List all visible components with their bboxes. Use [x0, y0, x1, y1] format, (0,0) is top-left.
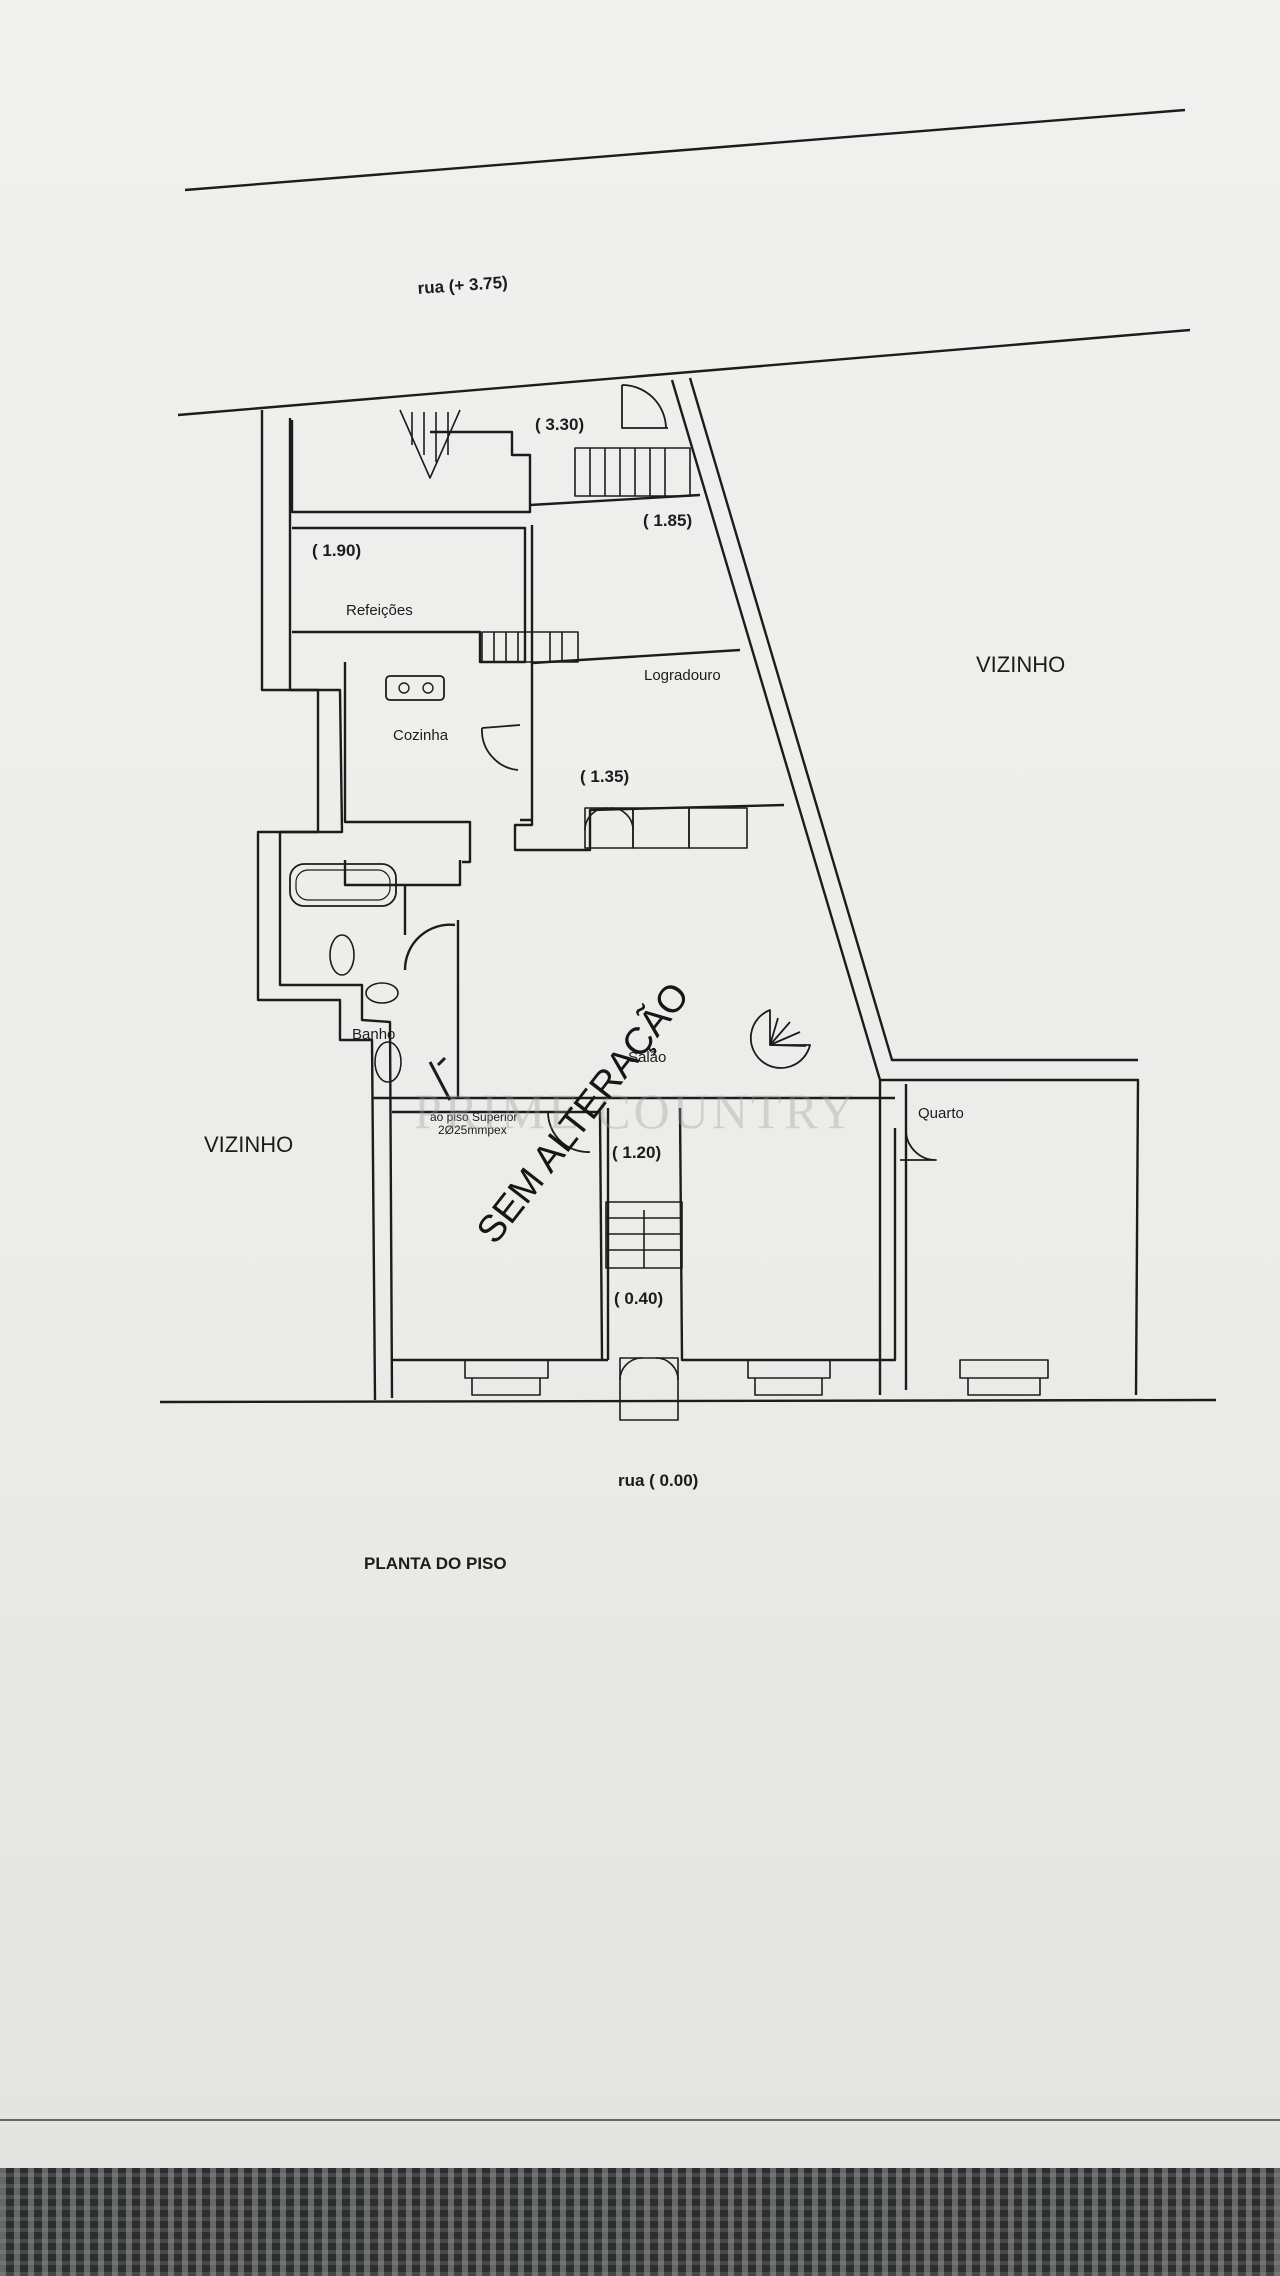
bath-walls — [343, 860, 462, 1100]
front-windows — [464, 1359, 1049, 1396]
room-label-banho: Banho — [352, 1026, 395, 1043]
kitchen-sink — [385, 675, 445, 701]
note-upper-floor: ao piso Superior — [430, 1110, 517, 1124]
table-mat-background — [0, 2168, 1280, 2276]
level-1-90: ( 1.90) — [312, 541, 361, 560]
room-label-quarto: Quarto — [918, 1105, 964, 1122]
neighbor-label-left: VIZINHO — [204, 1132, 293, 1157]
outer-wall-inner-face — [278, 377, 1138, 1399]
stair-top-right — [574, 447, 691, 497]
floor-plan-drawing: rua (+ 3.75) ( 3.30) ( 1.85) ( 1.90) ( 1… — [0, 108, 1280, 2121]
spiral-stair — [749, 1009, 811, 1069]
room-label-cozinha: Cozinha — [393, 727, 449, 744]
neighbor-label-right: VIZINHO — [976, 652, 1065, 677]
kitchen-walls — [343, 662, 785, 864]
door-top — [621, 384, 668, 429]
level-1-35: ( 1.35) — [580, 767, 629, 786]
stair-front — [605, 1201, 683, 1269]
room-label-refeicoes: Refeições — [346, 602, 413, 619]
door-salon — [547, 1111, 591, 1153]
street-top-building-line — [177, 328, 1191, 417]
paper-sheet — [0, 0, 1280, 2168]
level-3-30: ( 3.30) — [535, 415, 584, 434]
bidet — [365, 982, 399, 1004]
level-1-85: ( 1.85) — [643, 511, 692, 530]
door-quarto — [900, 1129, 937, 1161]
watermark-text: PRIME COUNTRY — [414, 1083, 857, 1139]
level-1-20: ( 1.20) — [612, 1143, 661, 1162]
stair-mid — [481, 631, 579, 663]
room-label-salao: Salão — [628, 1049, 666, 1066]
street-bottom-label: rua ( 0.00) — [618, 1471, 698, 1490]
toilet — [329, 934, 355, 976]
washbasin — [374, 1041, 402, 1083]
level-0-40: ( 0.40) — [614, 1289, 663, 1308]
top-room-walls — [290, 420, 741, 665]
street-top-label: rua (+ 3.75) — [417, 273, 508, 298]
entrance-door — [619, 1357, 679, 1421]
room-label-logradouro: Logradouro — [644, 667, 721, 684]
patio-doors — [584, 807, 748, 849]
bathtub — [289, 863, 397, 907]
heater-symbol — [428, 1056, 452, 1101]
street-top-edge-line — [184, 108, 1186, 192]
plan-title: PLANTA DO PISO — [364, 1554, 507, 1573]
stair-top-left — [399, 409, 461, 479]
note-pex-pipe: 2Ø25mmpex — [438, 1123, 507, 1137]
door-kitchen — [481, 724, 521, 771]
street-bottom-line — [159, 1398, 1217, 1404]
